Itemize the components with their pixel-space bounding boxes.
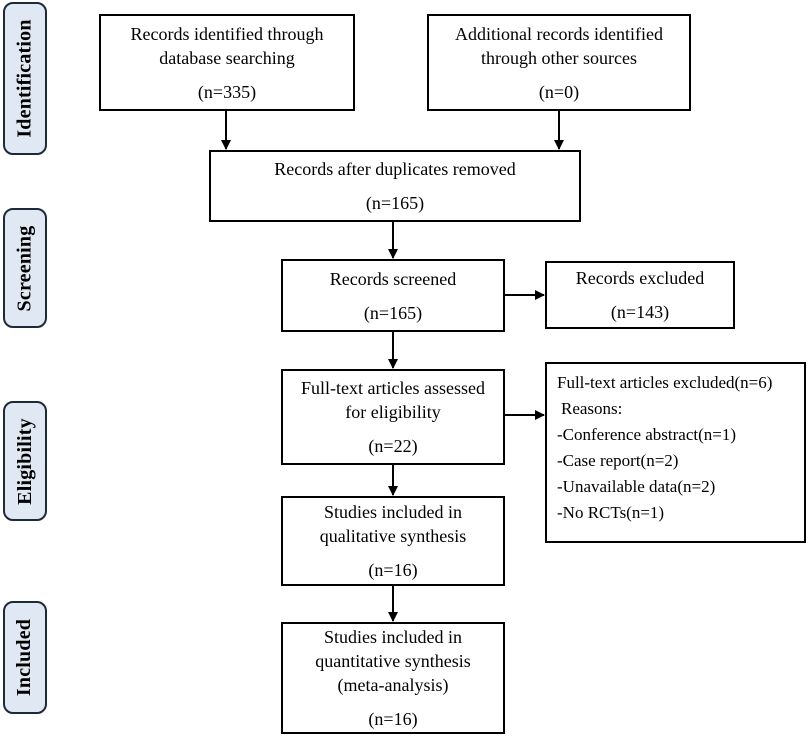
reason-item: -Unavailable data(n=2) [557, 477, 716, 496]
db-search-line2: database searching [159, 47, 295, 68]
fulltext-line2: for eligibility [345, 402, 441, 422]
after-duplicates-count: (n=165) [365, 193, 425, 213]
qualitative-line2: qualitative synthesis [319, 526, 467, 546]
quantitative-count: (n=16) [368, 709, 418, 729]
qualitative-count: (n=16) [368, 560, 418, 580]
box-database-searching: Records identified through database sear… [99, 14, 355, 111]
db-search-count: (n=335) [197, 81, 257, 102]
box-quantitative-synthesis: Studies included in quantitative synthes… [281, 622, 505, 734]
other-sources-count: (n=0) [538, 81, 580, 102]
other-sources-line1: Additional records identified [455, 23, 663, 44]
db-search-line1: Records identified through [130, 23, 324, 44]
quantitative-line3: (meta-analysis) [337, 675, 449, 695]
quantitative-line1: Studies included in [324, 627, 462, 647]
stage-eligibility: Eligibility [3, 401, 47, 521]
screened-line1: Records screened [329, 268, 457, 289]
reason-item: -Case report(n=2) [557, 451, 679, 470]
reasons-label: Reasons: [561, 399, 623, 418]
stage-screening: Screening [3, 208, 47, 328]
box-records-screened: Records screened (n=165) [281, 259, 505, 332]
fulltext-count: (n=22) [368, 436, 418, 456]
screened-count: (n=165) [363, 302, 423, 323]
box-fulltext-assessed: Full-text articles assessed for eligibil… [281, 369, 505, 465]
excluded-count: (n=143) [610, 302, 670, 322]
box-records-excluded: Records excluded (n=143) [545, 261, 735, 329]
stage-identification: Identification [3, 2, 47, 155]
after-duplicates-line1: Records after duplicates removed [274, 159, 516, 179]
box-after-duplicates: Records after duplicates removed (n=165) [209, 150, 581, 222]
reason-item: -Conference abstract(n=1) [557, 425, 737, 444]
fulltext-line1: Full-text articles assessed [301, 378, 485, 398]
fulltext-excluded-title: Full-text articles excluded(n=6) [557, 373, 773, 392]
other-sources-line2: through other sources [481, 47, 637, 68]
box-other-sources: Additional records identified through ot… [427, 14, 691, 111]
stage-included: Included [3, 601, 47, 714]
excluded-line1: Records excluded [575, 268, 705, 288]
quantitative-line2: quantitative synthesis [315, 651, 471, 671]
reason-item: -No RCTs(n=1) [557, 503, 665, 522]
qualitative-line1: Studies included in [324, 502, 462, 522]
box-fulltext-excluded: Full-text articles excluded(n=6) Reasons… [545, 362, 806, 543]
box-qualitative-synthesis: Studies included in qualitative synthesi… [281, 496, 505, 586]
